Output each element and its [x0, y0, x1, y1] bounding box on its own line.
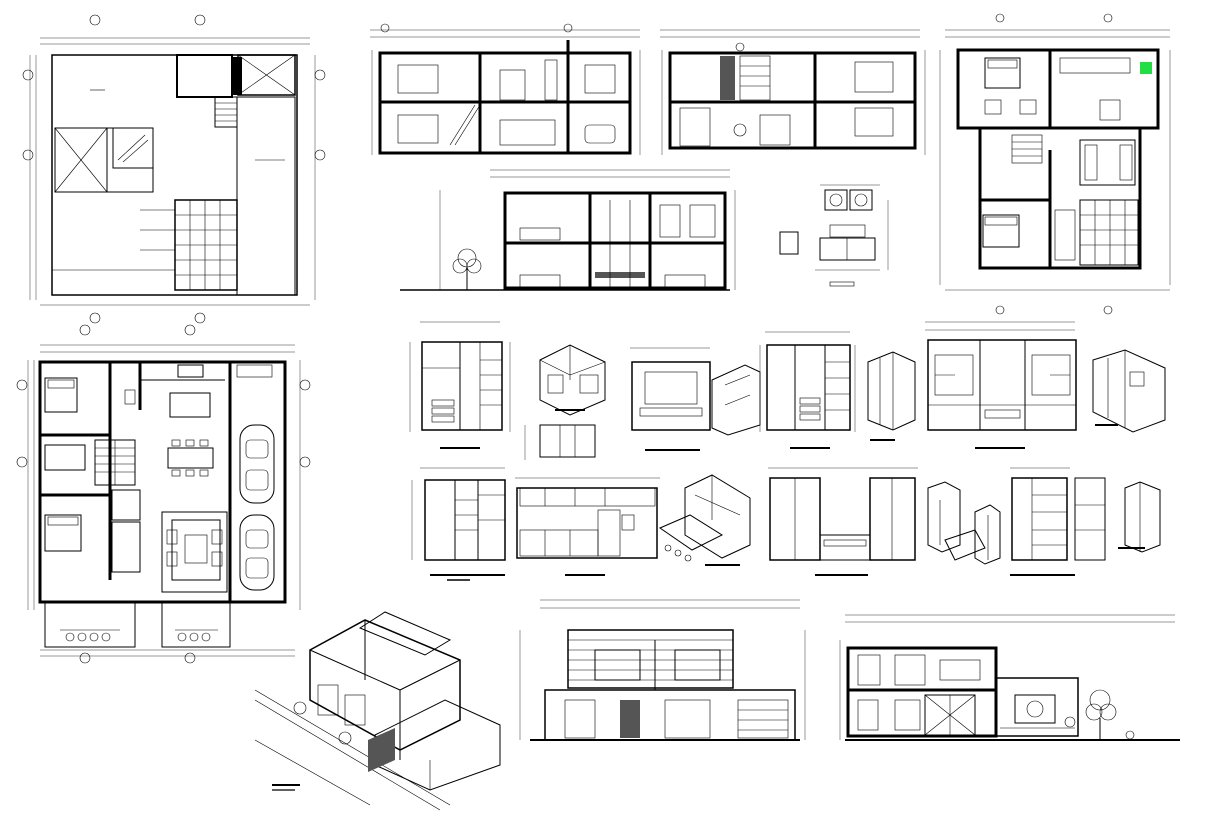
tree-icon — [1085, 689, 1117, 740]
wardrobe-detail-2 — [867, 351, 916, 441]
wardrobe-detail-1 — [759, 331, 856, 449]
closet-detail-2 — [411, 467, 506, 581]
closet-detail-1 — [409, 321, 511, 449]
kitchen-elevation — [515, 477, 660, 576]
tv-unit-detail — [630, 347, 761, 451]
bathroom-vanity-detail — [779, 184, 889, 287]
shrub-icon — [65, 632, 211, 642]
shelving-detail — [925, 321, 1166, 449]
ground-floor-plan — [16, 324, 311, 664]
shrub-icon — [293, 701, 352, 745]
wardrobe-detail-3 — [768, 467, 918, 576]
tree-icon — [452, 248, 482, 290]
car-icon — [239, 424, 275, 504]
car-icon — [239, 514, 275, 591]
section-a — [370, 23, 641, 155]
section-c — [400, 169, 736, 291]
section-b — [660, 29, 926, 155]
upper-floor-plan — [939, 13, 1171, 315]
closet-isometric-2 — [927, 481, 1001, 565]
front-elevation — [519, 599, 806, 741]
wardrobe-detail-4 — [1010, 467, 1161, 576]
house-isometric — [254, 611, 501, 811]
roof-plan — [22, 14, 326, 324]
shrub-icon — [1064, 716, 1135, 740]
kitchen-isometric — [658, 474, 751, 566]
corner-closet-isometric — [524, 344, 606, 460]
side-elevation — [839, 614, 1180, 741]
